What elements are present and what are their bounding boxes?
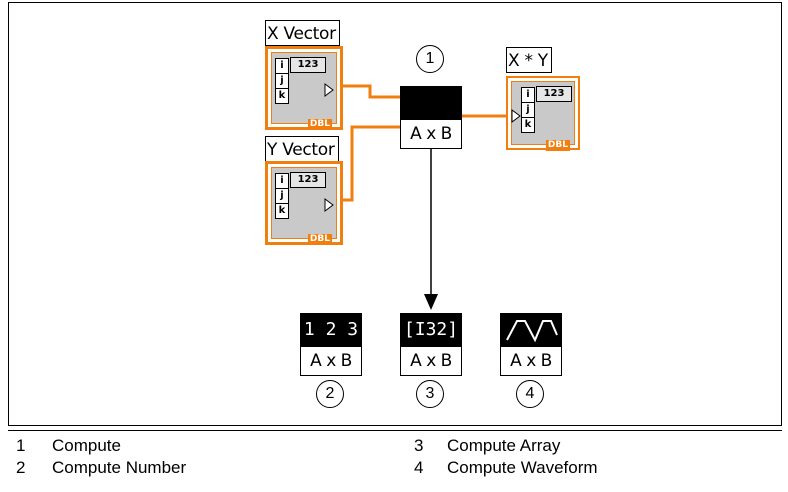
y-vector-terminal[interactable]: i j k 123 DBL	[265, 161, 343, 245]
compute-number-label: A x B	[301, 346, 361, 375]
x-vector-terminal[interactable]: i j k 123 DBL	[265, 46, 343, 130]
legend-rule	[8, 430, 782, 431]
callout-2: 2	[316, 380, 344, 408]
arrow-head	[424, 294, 438, 310]
legend-label-4: Compute Waveform	[447, 458, 598, 477]
output-arrow-icon	[324, 198, 334, 212]
input-arrow-icon	[511, 109, 521, 123]
compute-node-label: A x B	[401, 119, 461, 148]
legend-label-1: Compute	[52, 436, 121, 455]
index-box: i j k	[275, 58, 289, 104]
callout-1: 1	[416, 45, 444, 73]
dbl-badge: DBL	[307, 119, 332, 130]
compute-waveform-top	[501, 314, 561, 346]
legend-label-3: Compute Array	[447, 436, 561, 455]
callout-4: 4	[516, 380, 544, 408]
y-vector-label: Y Vector	[265, 136, 339, 162]
legend-num-4: 4	[414, 458, 424, 477]
compute-array-node[interactable]: [I32] A x B	[400, 313, 462, 376]
index-box: i j k	[275, 173, 289, 219]
compute-waveform-node[interactable]: A x B	[500, 313, 562, 376]
index-box: i j k	[521, 87, 535, 133]
legend-label-2: Compute Number	[52, 458, 187, 477]
numeric-glyph: 123	[536, 86, 572, 102]
output-label: X * Y	[506, 47, 552, 73]
callout-3: 3	[416, 380, 444, 408]
wire-x	[338, 84, 400, 99]
waveform-icon	[506, 320, 558, 343]
numeric-glyph: 123	[290, 172, 326, 188]
dbl-badge: DBL	[307, 234, 332, 245]
output-terminal[interactable]: i j k 123 DBL	[506, 76, 580, 151]
dbl-badge: DBL	[545, 140, 570, 151]
legend-num-1: 1	[16, 436, 26, 455]
legend-num-3: 3	[414, 436, 424, 455]
diagram-frame	[8, 2, 782, 426]
compute-number-node[interactable]: 1 2 3 A x B	[300, 313, 362, 376]
x-vector-label: X Vector	[265, 20, 340, 46]
compute-waveform-label: A x B	[501, 346, 561, 375]
wire-y	[338, 125, 400, 202]
compute-node[interactable]: A x B	[400, 86, 462, 149]
compute-node-top	[401, 87, 461, 119]
compute-number-top: 1 2 3	[301, 314, 361, 346]
legend-num-2: 2	[16, 458, 26, 477]
numeric-glyph: 123	[290, 57, 326, 73]
compute-array-label: A x B	[401, 346, 461, 375]
compute-array-top: [I32]	[401, 314, 461, 346]
output-arrow-icon	[324, 83, 334, 97]
